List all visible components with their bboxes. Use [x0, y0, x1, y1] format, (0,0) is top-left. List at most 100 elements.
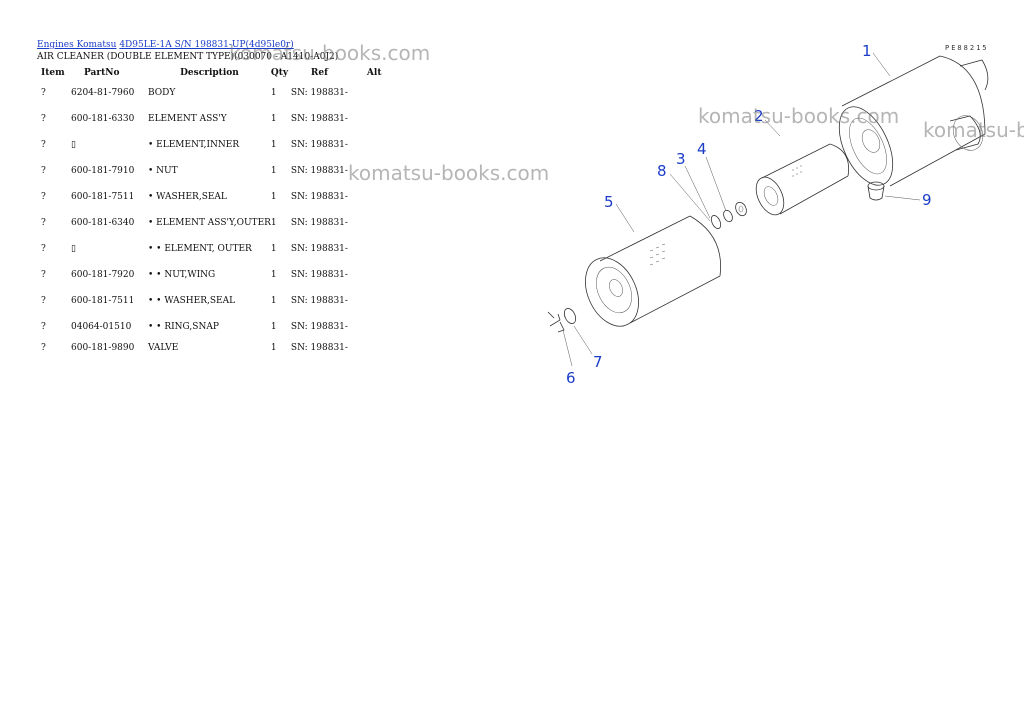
cell-partno: 600-181-7910 — [71, 166, 135, 176]
header-partno: PartNo — [84, 68, 120, 78]
callout-4: 4 — [697, 140, 707, 158]
header-description: Description — [180, 68, 239, 78]
part-small-fittings-drawing — [710, 201, 747, 229]
cell-item: ? — [41, 140, 46, 150]
cell-qty: 1 — [270, 192, 277, 202]
cell-item: ? — [41, 218, 46, 228]
page-title: AIR CLEANER (DOUBLE ELEMENT TYPE)(030070… — [37, 52, 339, 62]
watermark: komatsu-books.com — [229, 41, 431, 65]
callout-7: 7 — [593, 353, 603, 371]
table-row: ? 600-181-7910 • NUT 1 SN: 198831- — [37, 158, 387, 184]
table-row: ? ▯ • ELEMENT,INNER 1 SN: 198831- — [37, 132, 387, 158]
cell-item: ? — [41, 322, 46, 332]
cell-qty: 1 — [270, 88, 277, 98]
cell-ref: SN: 198831- — [290, 343, 348, 353]
cell-ref: SN: 198831- — [290, 322, 348, 332]
watermark: komatsu-books.com — [698, 104, 900, 128]
cell-ref: SN: 198831- — [290, 140, 348, 150]
cell-item: ? — [41, 192, 46, 202]
callout-2: 2 — [754, 107, 764, 125]
cell-description: • ELEMENT ASS'Y,OUTER — [148, 218, 271, 228]
cell-ref: SN: 198831- — [290, 218, 348, 228]
cell-description: • • NUT,WING — [148, 270, 216, 280]
part-valve-drawing — [867, 181, 885, 201]
parts-diagram: 1 2 3 4 5 6 7 8 9 PE88215 — [547, 42, 989, 387]
callout-9: 9 — [922, 191, 932, 209]
cell-qty: 1 — [270, 166, 277, 176]
table-row: ? 600-181-9890 VALVE 1 SN: 198831- — [37, 340, 387, 356]
part-outer-element-drawing — [585, 215, 722, 327]
cell-item: ? — [41, 114, 46, 124]
table-row: ? 600-181-7920 • • NUT,WING 1 SN: 198831… — [37, 262, 387, 288]
table-row: ? 600-181-6340 • ELEMENT ASS'Y,OUTER 1 S… — [37, 210, 387, 236]
cell-qty: 1 — [270, 322, 277, 332]
cell-partno: ▯ — [71, 244, 76, 254]
table-header-row: Item PartNo Description Qty Ref Alt — [37, 66, 387, 80]
cell-qty: 1 — [270, 270, 277, 280]
cell-partno: ▯ — [71, 140, 76, 150]
leader-lines — [562, 52, 921, 367]
parts-table: Item PartNo Description Qty Ref Alt ? 62… — [37, 66, 387, 356]
cell-qty: 1 — [270, 343, 277, 353]
cell-qty: 1 — [270, 114, 277, 124]
cell-description: • NUT — [148, 166, 178, 176]
cell-item: ? — [41, 88, 46, 98]
cell-partno: 04064-01510 — [71, 322, 132, 332]
callout-5: 5 — [604, 193, 614, 211]
cell-item: ? — [41, 343, 46, 353]
cell-alt — [367, 184, 387, 210]
header-item: Item — [41, 68, 65, 78]
cell-description: • ELEMENT,INNER — [148, 140, 240, 150]
cell-alt — [367, 288, 387, 314]
cell-qty: 1 — [270, 218, 277, 228]
table-row: ? 6204-81-7960 BODY 1 SN: 198831- — [37, 80, 387, 106]
cell-item: ? — [41, 244, 46, 254]
part-inner-element-drawing — [755, 143, 849, 216]
cell-qty: 1 — [270, 296, 277, 306]
callout-1: 1 — [862, 42, 872, 60]
watermark: komatsu-books.com — [923, 118, 1024, 142]
cell-alt — [367, 314, 387, 340]
cell-description: • • RING,SNAP — [148, 322, 219, 332]
cell-item: ? — [41, 166, 46, 176]
cell-item: ? — [41, 296, 46, 306]
cell-item: ? — [41, 270, 46, 280]
header-qty: Qty — [270, 68, 289, 78]
cell-partno: 600-181-7511 — [71, 296, 135, 306]
diagram-code: PE88215 — [945, 44, 989, 52]
callout-8: 8 — [657, 162, 667, 180]
cell-partno: 600-181-7920 — [71, 270, 135, 280]
callout-6: 6 — [566, 369, 576, 387]
cell-partno: 600-181-7511 — [71, 192, 135, 202]
breadcrumb-link-model[interactable]: 4D95LE-1A S/N 198831-UP(4d95le0r) — [119, 40, 294, 50]
header-alt: Alt — [366, 68, 382, 78]
cell-ref: SN: 198831- — [290, 244, 348, 254]
cell-ref: SN: 198831- — [290, 114, 348, 124]
table-row: ? 600-181-7511 • WASHER,SEAL 1 SN: 19883… — [37, 184, 387, 210]
breadcrumb: Engines Komatsu 4D95LE-1A S/N 198831-UP(… — [37, 40, 294, 50]
cell-alt — [367, 132, 387, 158]
breadcrumb-link-engines[interactable]: Engines Komatsu — [37, 40, 117, 50]
cell-ref: SN: 198831- — [290, 192, 348, 202]
table-row: ? ▯ • • ELEMENT, OUTER 1 SN: 198831- — [37, 236, 387, 262]
cell-description: VALVE — [148, 343, 179, 353]
part-wing-nut-drawing — [547, 308, 577, 333]
header-ref: Ref — [310, 68, 328, 78]
cell-ref: SN: 198831- — [290, 296, 348, 306]
cell-alt — [367, 340, 387, 356]
cell-alt — [367, 210, 387, 236]
cell-partno: 6204-81-7960 — [71, 88, 135, 98]
cell-ref: SN: 198831- — [290, 166, 348, 176]
table-row: ? 600-181-6330 ELEMENT ASS'Y 1 SN: 19883… — [37, 106, 387, 132]
cell-ref: SN: 198831- — [290, 270, 348, 280]
cell-qty: 1 — [270, 140, 277, 150]
watermark: komatsu-books.com — [348, 161, 550, 185]
cell-description: ELEMENT ASS'Y — [148, 114, 227, 124]
table-row: ? 04064-01510 • • RING,SNAP 1 SN: 198831… — [37, 314, 387, 340]
cell-alt — [367, 262, 387, 288]
cell-description: • WASHER,SEAL — [148, 192, 227, 202]
cell-partno: 600-181-6340 — [71, 218, 135, 228]
table-row: ? 600-181-7511 • • WASHER,SEAL 1 SN: 198… — [37, 288, 387, 314]
cell-alt — [367, 80, 387, 106]
cell-alt — [367, 106, 387, 132]
